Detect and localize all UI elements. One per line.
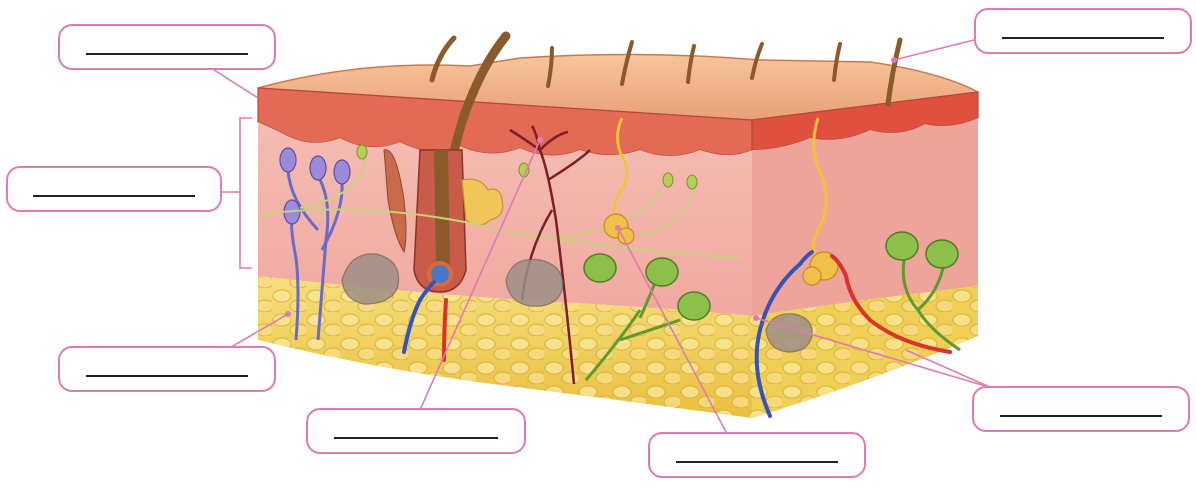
touch-receptor <box>310 156 326 180</box>
touch-receptor <box>280 148 296 172</box>
gland-lobule <box>678 292 710 320</box>
free-nerve-ending <box>663 173 673 187</box>
gland-lobe <box>506 259 563 306</box>
leader-dot <box>753 315 759 321</box>
answer-blank-line <box>676 461 839 463</box>
label-box-blood-vessels[interactable] <box>972 386 1190 432</box>
label-box-epidermis[interactable] <box>58 24 276 70</box>
answer-blank-line <box>1002 37 1165 39</box>
dermis-bracket <box>222 118 252 268</box>
answer-blank-line <box>86 375 249 377</box>
free-nerve-ending <box>357 145 367 159</box>
answer-blank-line <box>1000 415 1163 417</box>
gland-lobule <box>646 258 678 286</box>
answer-blank-line <box>334 437 498 439</box>
leader-dot <box>537 137 543 143</box>
sweat-gland-coil <box>803 267 821 285</box>
leader-dot <box>285 311 291 317</box>
dermis-side <box>752 118 978 316</box>
free-nerve-ending <box>687 175 697 189</box>
label-box-dermis[interactable] <box>6 166 222 212</box>
label-box-sweat-gland[interactable] <box>648 432 866 478</box>
leader-line-vessels-b <box>906 350 992 388</box>
label-box-nerve-ending[interactable] <box>306 408 526 454</box>
label-box-subcutaneous[interactable] <box>58 346 276 392</box>
gland-lobule <box>926 240 958 268</box>
leader-line-epidermis <box>214 70 258 98</box>
gland-lobule <box>886 232 918 260</box>
leader-line-hair <box>894 40 974 60</box>
answer-blank-line <box>86 53 249 55</box>
label-box-hair[interactable] <box>974 8 1192 54</box>
touch-receptor <box>334 160 350 184</box>
leader-dot <box>891 57 897 63</box>
leader-dot <box>615 225 621 231</box>
answer-blank-line <box>33 195 194 197</box>
gland-lobule <box>584 254 616 282</box>
